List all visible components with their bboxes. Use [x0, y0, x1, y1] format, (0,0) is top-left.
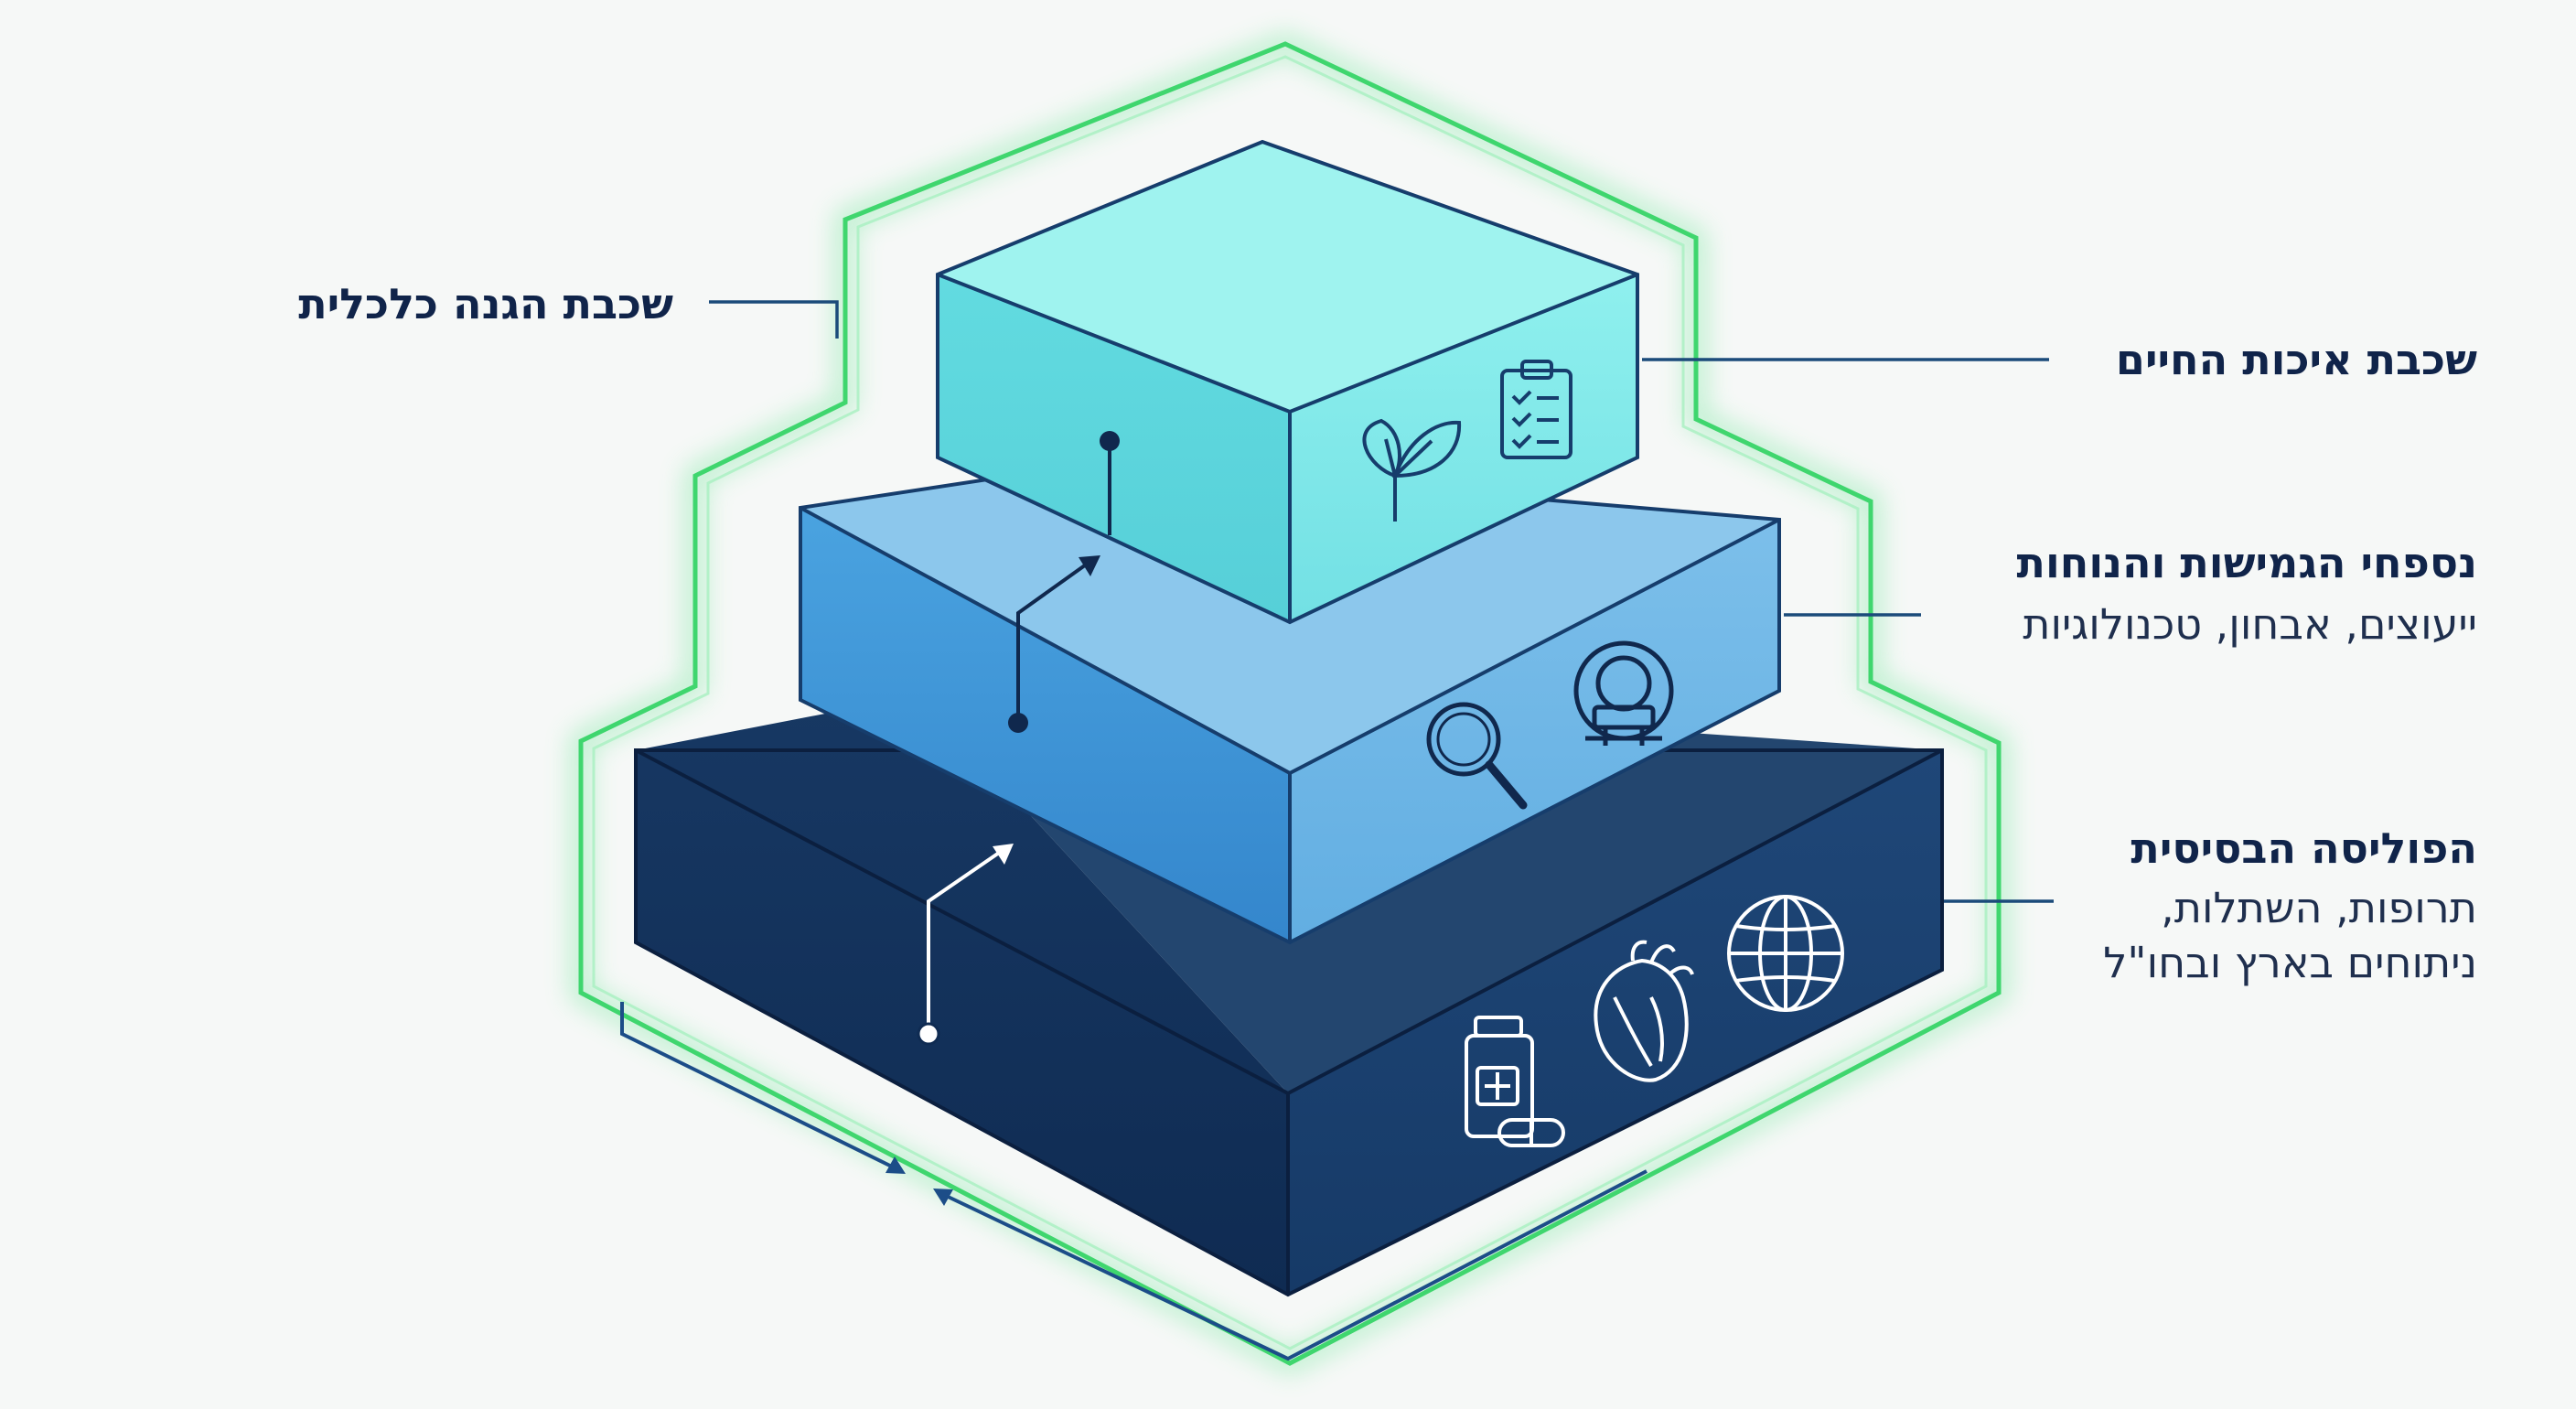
leaf-icon	[1362, 418, 1462, 522]
base-detail-line2-label: ניתוחים בארץ ובחו"ל	[2103, 938, 2477, 987]
medicine-bottle-icon	[1465, 1016, 1565, 1147]
anatomical-heart-icon	[1594, 940, 1694, 1082]
quality-layer-label: שכבת איכות החיים	[2115, 335, 2477, 384]
leader-lines	[709, 300, 2054, 903]
globe-icon	[1727, 895, 1844, 1012]
cycle-arrows	[620, 1002, 1648, 1361]
magnifier-icon	[1426, 702, 1528, 810]
extras-title-label: נספחי הגמישות והנוחות	[2016, 538, 2477, 587]
flow-line-top	[1100, 431, 1120, 535]
base-detail-line1-label: תרופות, השתלות,	[2161, 883, 2477, 932]
mri-scanner-icon	[1573, 640, 1674, 746]
flow-arrow-extras-to-top	[1008, 555, 1100, 733]
protection-glow-outline	[571, 33, 2009, 1375]
clipboard-checklist-icon	[1500, 360, 1572, 459]
flow-arrow-base-to-extras	[917, 844, 1014, 1046]
economic-layer-label: שכבת הגנה כלכלית	[298, 279, 673, 328]
base-title-label: הפוליסה הבסיסית	[2131, 823, 2477, 873]
extras-detail-label: ייעוצים, אבחון, טכנולוגיות	[2023, 599, 2477, 649]
